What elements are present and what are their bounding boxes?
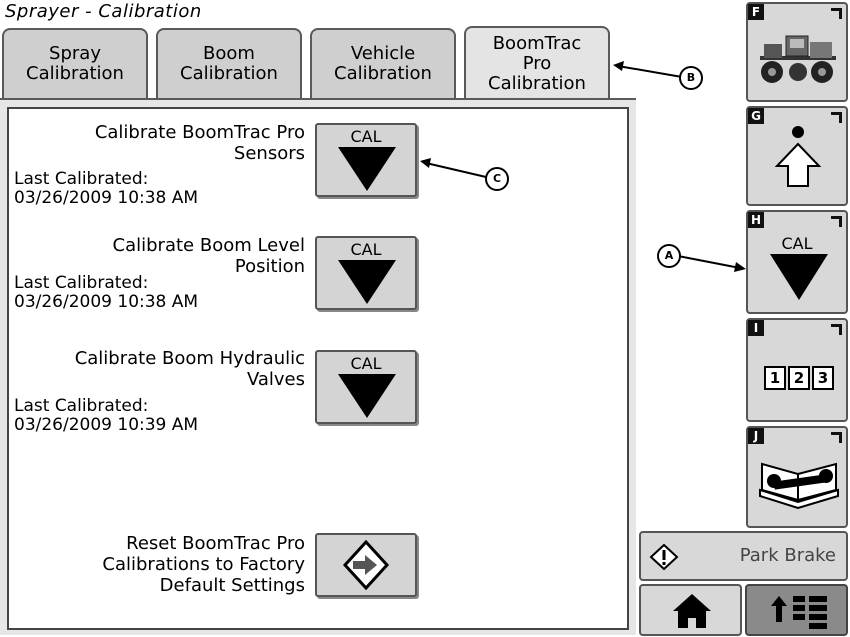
corner-mark xyxy=(831,8,842,19)
last-calibrated-label: Last Calibrated: xyxy=(14,396,149,416)
last-calibrated-value: 03/26/2009 10:38 AM xyxy=(14,188,199,208)
tab-spray-calibration[interactable]: Spray Calibration xyxy=(2,28,148,98)
cal-button-text: CAL xyxy=(350,354,382,373)
side-button-j-service[interactable]: J xyxy=(746,426,848,528)
park-brake-label: Park Brake xyxy=(739,545,836,566)
softkey-letter: F xyxy=(748,4,764,20)
down-triangle-icon xyxy=(338,147,396,191)
number-entry-icon: 1 2 3 xyxy=(764,366,834,390)
callout-b-arrow xyxy=(613,61,683,78)
down-triangle-icon xyxy=(770,254,828,300)
side-button-h-cal[interactable]: H CAL xyxy=(746,210,848,314)
reset-defaults-button[interactable] xyxy=(315,533,417,597)
tab-boomtrac-pro-calibration[interactable]: BoomTrac Pro Calibration xyxy=(464,26,610,100)
last-calibrated-label: Last Calibrated: xyxy=(14,169,149,189)
book-wrench-icon xyxy=(759,462,839,510)
sprayer-vehicle-icon xyxy=(760,35,836,83)
callout-c-arrow xyxy=(420,158,487,178)
home-button[interactable] xyxy=(639,584,742,636)
callout-a-arrow xyxy=(677,255,746,272)
side-button-f-vehicle[interactable]: F xyxy=(746,2,848,102)
down-triangle-icon xyxy=(338,260,396,304)
digit-box: 2 xyxy=(788,366,810,390)
corner-mark xyxy=(831,324,842,335)
callout-b: B xyxy=(679,66,703,90)
cal-button-text: CAL xyxy=(781,234,813,253)
page-title: Sprayer - Calibration xyxy=(5,1,202,22)
tab-boom-calibration[interactable]: Boom Calibration xyxy=(156,28,302,98)
cal-hydraulic-valves-button[interactable]: CAL xyxy=(315,350,417,424)
shift-up-dot-icon xyxy=(774,126,822,187)
softkey-letter: I xyxy=(748,320,764,336)
row-label-level-position: Calibrate Boom Level Position xyxy=(112,235,305,277)
cal-sensors-button[interactable]: CAL xyxy=(315,123,417,197)
menu-up-icon xyxy=(771,596,827,629)
last-calibrated-label: Last Calibrated: xyxy=(14,273,149,293)
digit-box: 1 xyxy=(764,366,786,390)
corner-mark xyxy=(831,112,842,123)
softkey-letter: J xyxy=(748,428,764,444)
row-label-sensors: Calibrate BoomTrac Pro Sensors xyxy=(94,122,305,164)
row-label-hydraulic-valves: Calibrate Boom Hydraulic Valves xyxy=(74,348,305,390)
callout-a: A xyxy=(657,244,681,268)
enter-diamond-icon xyxy=(342,539,390,591)
last-calibrated-value: 03/26/2009 10:38 AM xyxy=(14,292,199,312)
reset-label: Reset BoomTrac Pro Calibrations to Facto… xyxy=(102,533,305,596)
softkey-letter: H xyxy=(748,212,764,228)
menu-button[interactable] xyxy=(745,584,848,636)
side-button-g-shift[interactable]: G xyxy=(746,106,848,206)
home-icon xyxy=(673,594,711,628)
callout-c: C xyxy=(485,167,509,191)
softkey-letter: G xyxy=(748,108,764,124)
last-calibrated-value: 03/26/2009 10:39 AM xyxy=(14,415,199,435)
cal-button-text: CAL xyxy=(350,240,382,259)
warning-diamond-icon xyxy=(649,543,679,571)
corner-mark xyxy=(831,432,842,443)
cal-level-position-button[interactable]: CAL xyxy=(315,236,417,310)
park-brake-indicator: Park Brake xyxy=(639,531,848,581)
down-triangle-icon xyxy=(338,374,396,418)
tab-vehicle-calibration[interactable]: Vehicle Calibration xyxy=(310,28,456,98)
cal-button-text: CAL xyxy=(350,127,382,146)
side-button-i-number-entry[interactable]: I 1 2 3 xyxy=(746,318,848,422)
corner-mark xyxy=(831,216,842,227)
digit-box: 3 xyxy=(812,366,834,390)
